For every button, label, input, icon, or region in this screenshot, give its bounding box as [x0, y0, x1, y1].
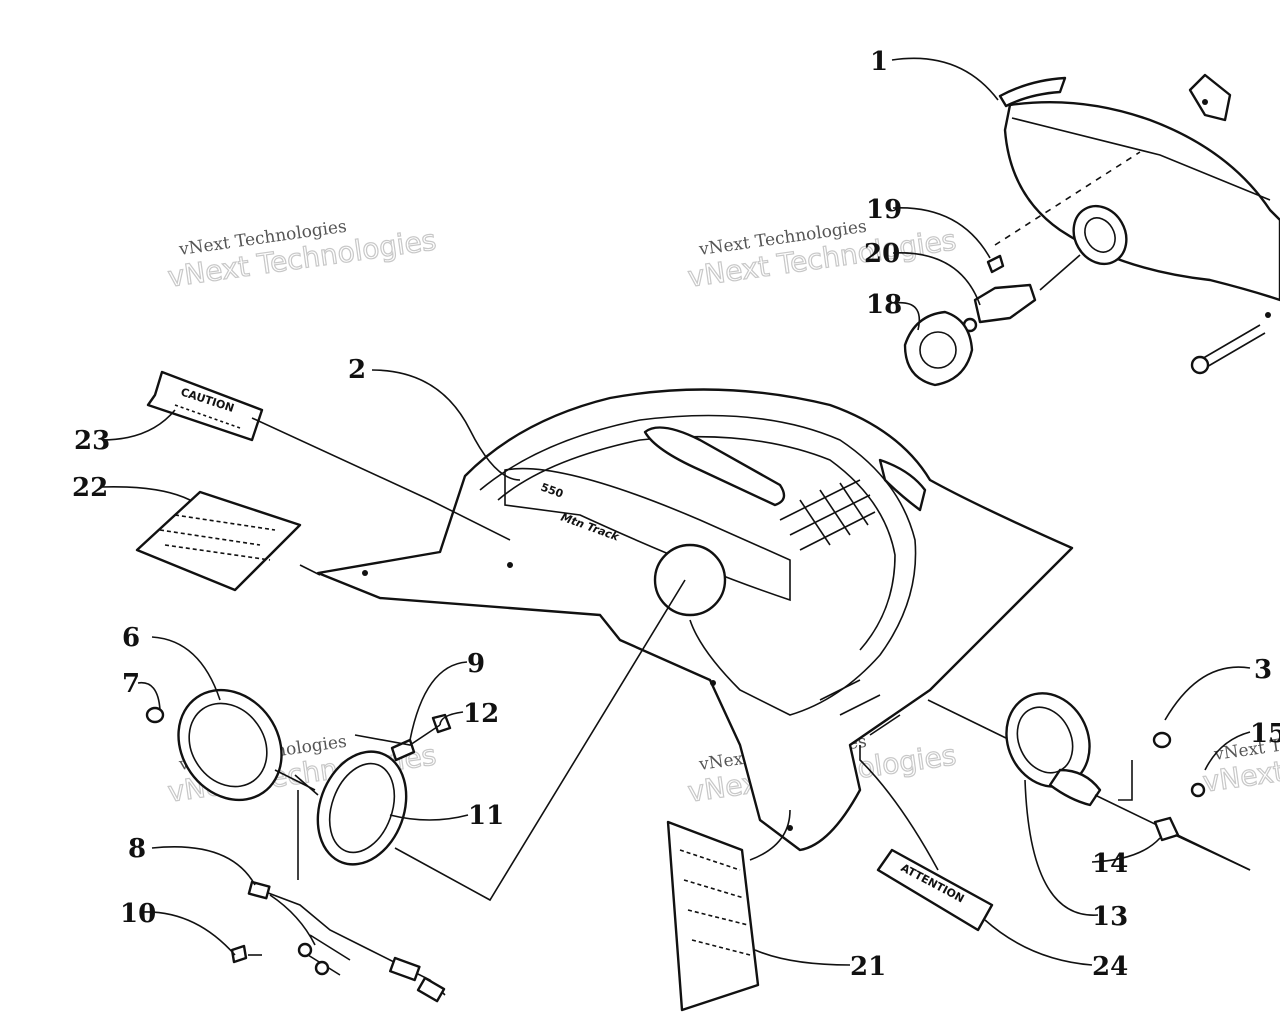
decal-21: [666, 820, 760, 1012]
callout-2: 2: [348, 355, 366, 385]
decal-23: CAUTION: [146, 370, 264, 442]
callout-8: 8: [128, 834, 146, 864]
gauge-assembly: [145, 579, 686, 1003]
callout-18: 18: [866, 290, 902, 320]
ignition-assembly: [927, 692, 1251, 871]
callout-9: 9: [467, 649, 485, 679]
callout-13: 13: [1092, 902, 1128, 932]
callout-19: 19: [866, 195, 902, 225]
decal-22: [135, 490, 302, 592]
callout-3: 3: [1254, 655, 1272, 685]
callout-11: 11: [468, 801, 504, 831]
callout-7: 7: [122, 669, 140, 699]
hood-console: 550 Mtn Track: [316, 388, 1074, 852]
leader-lines: [99, 57, 1251, 966]
callout-15: 15: [1250, 719, 1280, 749]
callout-12: 12: [463, 699, 499, 729]
callout-24: 24: [1092, 952, 1128, 982]
headlight-assembly: [903, 73, 1280, 387]
callout-21: 21: [850, 952, 886, 982]
callout-22: 22: [72, 473, 108, 503]
callout-10: 10: [120, 899, 156, 929]
callout-14: 14: [1092, 849, 1128, 879]
callout-20: 20: [864, 239, 900, 269]
decal-24: ATTENTION: [876, 848, 994, 932]
callout-6: 6: [122, 623, 140, 653]
callout-1: 1: [870, 47, 888, 77]
callout-numbers: 1 2 3 6 7 8 9 10 11 12 13 14 15 18 19 20…: [72, 47, 1280, 982]
callout-23: 23: [74, 426, 110, 456]
